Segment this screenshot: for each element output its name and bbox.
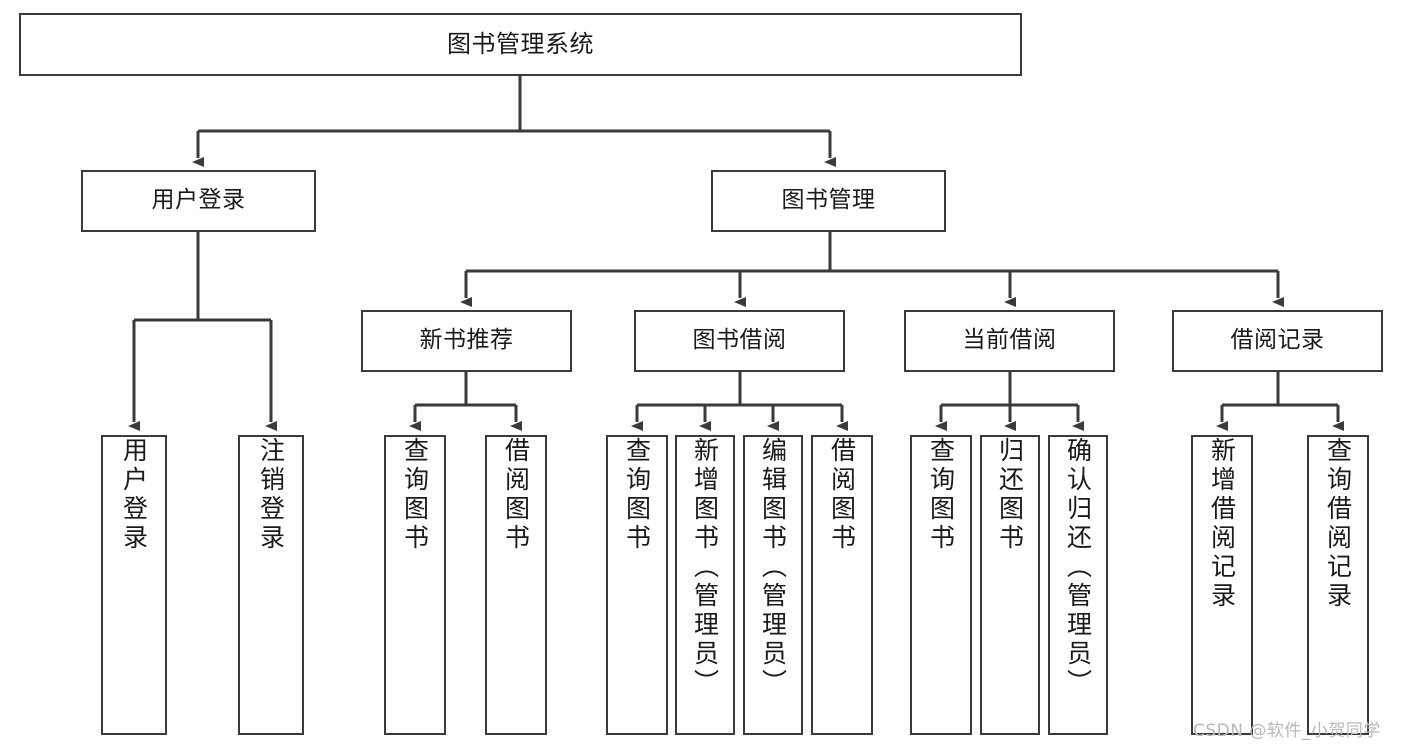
node-label: 确认归还（管理员） [1063, 437, 1093, 698]
node-label: 编辑图书（管理员） [758, 437, 788, 698]
node-new-book-recommend[interactable]: 新书推荐 [361, 310, 572, 372]
node-label: 用户登录 [151, 187, 246, 214]
node-label: 借阅图书 [501, 437, 531, 553]
node-current-borrow[interactable]: 当前借阅 [904, 310, 1115, 372]
node-borrow-record[interactable]: 借阅记录 [1172, 310, 1383, 372]
node-leaf-add-borrow-record[interactable]: 新增借阅记录 [1191, 435, 1253, 735]
node-label: 当前借阅 [962, 327, 1057, 354]
node-label: 图书管理系统 [447, 30, 594, 59]
node-label: 图书管理 [781, 187, 876, 214]
node-leaf-edit-book-admin[interactable]: 编辑图书（管理员） [743, 435, 803, 735]
node-leaf-user-login[interactable]: 用户登录 [101, 435, 167, 735]
node-book-management-system[interactable]: 图书管理系统 [19, 13, 1022, 76]
node-label: 新书推荐 [419, 327, 514, 354]
node-label: 借阅记录 [1230, 327, 1325, 354]
csdn-watermark: CSDN @软件_小贺同学 [1193, 721, 1381, 741]
node-leaf-query-borrow-record[interactable]: 查询借阅记录 [1307, 435, 1369, 735]
node-leaf-logout-login[interactable]: 注销登录 [238, 435, 304, 735]
node-label: 新增图书（管理员） [690, 437, 720, 698]
node-label: 归还图书 [995, 437, 1025, 553]
node-label: 查询图书 [400, 437, 430, 553]
node-book-management[interactable]: 图书管理 [711, 170, 946, 232]
node-label: 查询图书 [622, 437, 652, 553]
node-leaf-query-book-2[interactable]: 查询图书 [606, 435, 668, 735]
node-label: 查询借阅记录 [1323, 437, 1353, 611]
node-user-login[interactable]: 用户登录 [81, 170, 316, 232]
node-leaf-query-book-1[interactable]: 查询图书 [384, 435, 446, 735]
node-book-borrow[interactable]: 图书借阅 [634, 310, 845, 372]
node-leaf-borrow-book-2[interactable]: 借阅图书 [811, 435, 873, 735]
node-leaf-return-book[interactable]: 归还图书 [980, 435, 1040, 735]
node-leaf-query-book-3[interactable]: 查询图书 [910, 435, 972, 735]
node-label: 借阅图书 [827, 437, 857, 553]
node-leaf-borrow-book-1[interactable]: 借阅图书 [485, 435, 547, 735]
node-label: 新增借阅记录 [1207, 437, 1237, 611]
node-label: 注销登录 [256, 437, 286, 553]
node-label: 图书借阅 [692, 327, 787, 354]
node-leaf-add-book-admin[interactable]: 新增图书（管理员） [675, 435, 735, 735]
node-leaf-confirm-return-admin[interactable]: 确认归还（管理员） [1048, 435, 1108, 735]
node-label: 查询图书 [926, 437, 956, 553]
node-label: 用户登录 [119, 437, 149, 553]
